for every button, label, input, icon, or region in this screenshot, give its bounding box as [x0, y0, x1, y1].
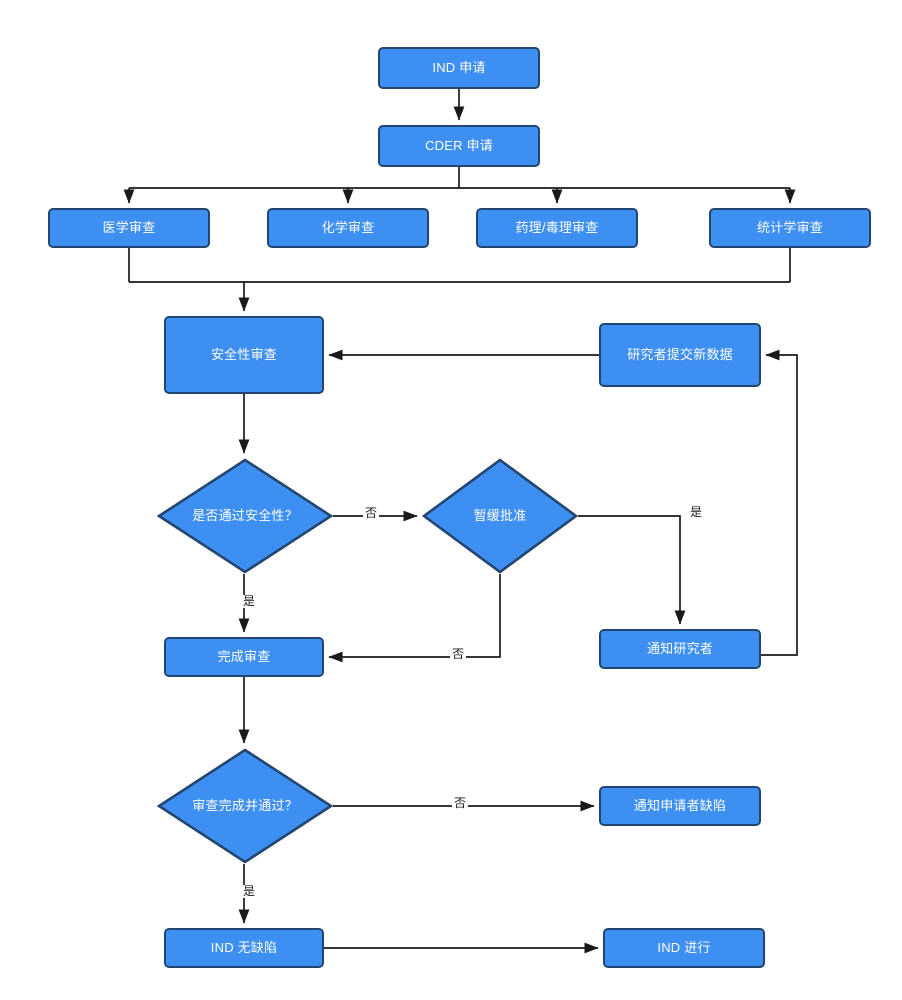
node-label: 审查完成并通过？ — [192, 797, 298, 813]
edge-hold-to-complete — [328, 574, 501, 663]
edge-label-no-to-complete: 否 — [450, 647, 467, 662]
node-ind-no-deficiency[interactable]: IND 无缺陷 — [164, 928, 324, 968]
node-ind-proceed[interactable]: IND 进行 — [603, 928, 765, 968]
node-label: IND 无缺陷 — [210, 939, 278, 955]
diamond-shape — [422, 458, 578, 574]
node-label: 药理/毒理审查 — [515, 219, 599, 235]
node-label: 完成审查 — [217, 648, 271, 664]
node-label: 暂缓批准 — [473, 507, 527, 523]
node-label: 统计学审查 — [756, 219, 823, 235]
node-label: 通知研究者 — [646, 640, 713, 656]
node-label: 安全性审查 — [210, 346, 277, 362]
node-ind-application[interactable]: IND 申请 — [378, 47, 540, 89]
node-notify-deficiency[interactable]: 通知申请者缺陷 — [599, 786, 761, 826]
node-label: 是否通过安全性？ — [192, 507, 298, 523]
node-label: 通知申请者缺陷 — [633, 797, 727, 813]
node-complete-review[interactable]: 完成审查 — [164, 637, 324, 677]
edge-label-yes-to-complete: 是 — [241, 594, 258, 609]
node-label: CDER 申请 — [425, 137, 493, 153]
node-sponsor-new-data[interactable]: 研究者提交新数据 — [599, 323, 761, 387]
diamond-shape — [157, 748, 333, 864]
edge-label-yes-to-no-deficiency: 是 — [241, 884, 258, 899]
node-label: 医学审查 — [102, 219, 156, 235]
edge-hold-to-notify — [578, 515, 686, 625]
node-statistics-review[interactable]: 统计学审查 — [709, 208, 871, 248]
edge-label-no-to-deficiency: 否 — [452, 796, 469, 811]
node-notify-sponsor[interactable]: 通知研究者 — [599, 629, 761, 669]
node-label: 化学审查 — [321, 219, 375, 235]
node-medical-review[interactable]: 医学审查 — [48, 208, 210, 248]
node-label: IND 申请 — [432, 59, 486, 75]
diamond-shape — [157, 458, 333, 574]
edge-label-yes-to-notify: 是 — [688, 505, 705, 520]
node-label: 研究者提交新数据 — [627, 346, 733, 362]
node-safety-review[interactable]: 安全性审查 — [164, 316, 324, 394]
node-safety-pass-decision[interactable]: 是否通过安全性？ — [157, 458, 333, 574]
node-cder-application[interactable]: CDER 申请 — [378, 125, 540, 167]
node-pharm-tox-review[interactable]: 药理/毒理审查 — [476, 208, 638, 248]
edge-notify-to-newdata — [761, 349, 798, 656]
node-review-pass-decision[interactable]: 审查完成并通过？ — [157, 748, 333, 864]
edge-label-no-to-hold: 否 — [363, 506, 380, 521]
node-label: IND 进行 — [657, 939, 711, 955]
node-hold-approval[interactable]: 暂缓批准 — [422, 458, 578, 574]
node-chemistry-review[interactable]: 化学审查 — [267, 208, 429, 248]
